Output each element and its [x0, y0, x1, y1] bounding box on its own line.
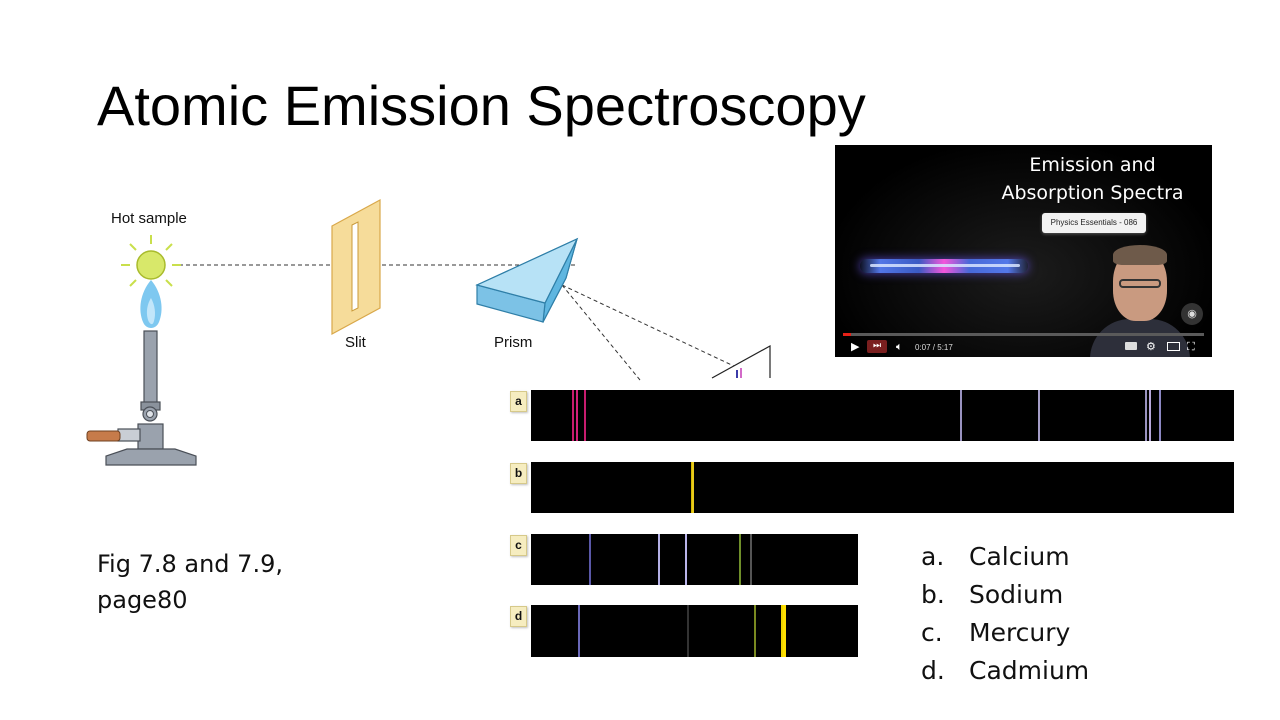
element-name: Mercury: [969, 618, 1071, 647]
list-marker: a.: [921, 542, 945, 571]
dispersed-beam-upper: [561, 284, 739, 369]
embedded-video[interactable]: Emission and Absorption Spectra Physics …: [835, 145, 1212, 357]
video-control-bar: ▶ ⏭ 🔈︎ 0:07 / 5:17 ⚙ ⛶: [835, 337, 1212, 357]
element-name: Sodium: [969, 580, 1064, 609]
spectral-line: [754, 605, 756, 657]
list-item: c. Mercury: [921, 614, 1089, 652]
spectrum-row-c: c: [510, 534, 858, 585]
list-marker: c.: [921, 618, 943, 647]
spectral-line: [739, 534, 741, 585]
list-item: d. Cadmium: [921, 652, 1089, 690]
video-time-readout: 0:07 / 5:17: [915, 343, 953, 352]
play-icon[interactable]: ▶: [851, 340, 860, 353]
spectral-line: [1145, 390, 1147, 441]
element-name: Calcium: [969, 542, 1070, 571]
spectrum-bar: [531, 462, 1234, 513]
fullscreen-icon[interactable]: ⛶: [1187, 340, 1195, 353]
theater-mode-icon[interactable]: [1167, 342, 1180, 351]
spectral-line: [658, 534, 660, 585]
slide-title: Atomic Emission Spectroscopy: [97, 74, 866, 137]
prism-label: Prism: [494, 334, 532, 351]
video-progress-bar[interactable]: [843, 333, 1204, 336]
spectrum-bar: [531, 605, 858, 657]
video-progress-fill: [843, 333, 851, 336]
spectral-line: [1149, 390, 1151, 441]
spectral-line: [1038, 390, 1040, 441]
spectrum-tag: c: [510, 535, 527, 556]
spectral-line: [578, 605, 580, 657]
spectral-line: [572, 390, 574, 441]
spectral-line: [783, 605, 786, 657]
list-item: b. Sodium: [921, 576, 1089, 614]
skip-next-icon[interactable]: ⏭: [867, 340, 887, 353]
slit-icon: [331, 198, 381, 336]
presenter-avatar: [1090, 241, 1190, 357]
video-title: Emission and Absorption Spectra: [1001, 154, 1184, 204]
spectrum-bar: [531, 534, 858, 585]
list-marker: b.: [921, 580, 945, 609]
gear-icon[interactable]: ⚙: [1146, 340, 1156, 353]
channel-logo-icon[interactable]: ◉: [1181, 303, 1203, 325]
spectral-line: [685, 534, 687, 585]
prism-icon: [475, 237, 579, 323]
detector-screen: [711, 344, 771, 379]
list-item: a. Calcium: [921, 538, 1089, 576]
hot-sample-label: Hot sample: [111, 210, 187, 227]
spectral-line: [576, 390, 578, 441]
spectrum-tag: a: [510, 391, 527, 412]
spectrum-tag: d: [510, 606, 527, 627]
spectral-line: [750, 534, 752, 585]
volume-icon[interactable]: 🔈︎: [896, 340, 903, 353]
spectrum-row-d: d: [510, 605, 858, 657]
spectral-line: [960, 390, 962, 441]
figure-caption: Fig 7.8 and 7.9, page80: [97, 550, 283, 614]
spectrum-tag: b: [510, 463, 527, 484]
spectral-line: [781, 605, 784, 657]
dispersed-beam-lower: [561, 284, 641, 381]
element-name: Cadmium: [969, 656, 1090, 685]
spectral-line: [1159, 390, 1161, 441]
slit-label: Slit: [345, 334, 367, 351]
spectral-line: [687, 605, 689, 657]
closed-captions-icon[interactable]: [1125, 342, 1137, 350]
spectral-line: [692, 462, 694, 513]
bunsen-burner-icon: [86, 330, 197, 466]
element-list: a. Calcium b. Sodium c. Mercury d. Cadmium: [921, 538, 1089, 690]
spectral-line: [584, 390, 586, 441]
spectrum-bar: [531, 390, 1234, 441]
spectral-line: [691, 462, 693, 513]
spectrum-row-a: a: [510, 390, 1234, 441]
list-marker: d.: [921, 656, 945, 685]
spectrum-row-b: b: [510, 462, 1234, 513]
spectral-line: [589, 534, 591, 585]
video-series-badge: Physics Essentials - 086: [1042, 213, 1146, 233]
